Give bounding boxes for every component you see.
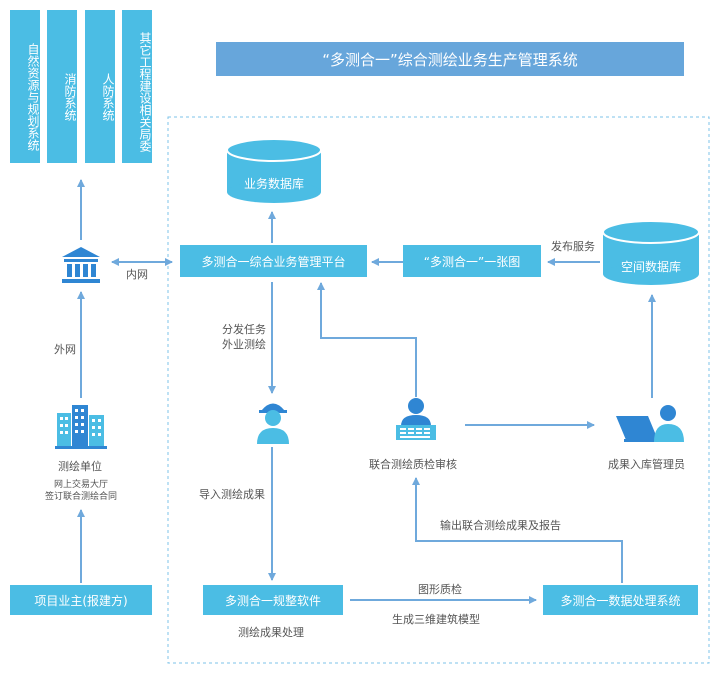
system-title: “多测合一”综合测绘业务生产管理系统: [216, 42, 684, 76]
business-database-icon: [226, 138, 322, 203]
arrow-processing-to-inspection: [412, 477, 623, 583]
agency-civil-defense: 人防系统: [85, 10, 115, 163]
sign-contract-label: 签订联合测绘合同: [44, 492, 117, 502]
system-boundary: [167, 116, 710, 664]
business-platform-box: 多测合一综合业务管理平台: [180, 245, 367, 277]
survey-unit-label: 测绘单位: [58, 460, 102, 473]
project-owner-box: 项目业主(报建方): [10, 585, 152, 615]
intranet-label: 内网: [126, 268, 148, 281]
3d-model-label: 生成三维建筑模型: [392, 613, 480, 626]
import-results-label: 导入测绘成果: [199, 488, 265, 501]
archive-admin-icon: [616, 405, 684, 442]
inspector-icon: [396, 398, 436, 440]
data-processing-box: 多测合一数据处理系统: [543, 585, 698, 615]
agency-other-bureaus: 其它工程建设相关局委: [122, 10, 152, 163]
inspection-label: 联合测绘质检审核: [369, 458, 457, 471]
agency-natural-resources: 自然资源与规划系统: [10, 10, 40, 163]
field-survey-label: 外业测绘: [222, 338, 266, 351]
output-results-label: 输出联合测绘成果及报告: [440, 519, 561, 532]
spatial-database-label: 空间数据库: [620, 260, 681, 274]
survey-unit-buildings-icon: [55, 405, 107, 449]
dispatch-task-label: 分发任务: [222, 323, 266, 336]
archive-admin-label: 成果入库管理员: [608, 458, 685, 471]
government-building-icon: [62, 247, 100, 283]
one-map-box: “多测合一”一张图: [403, 245, 541, 277]
extranet-label: 外网: [54, 343, 76, 356]
normalization-software-box: 多测合一规整软件: [203, 585, 343, 615]
arrow-inspection-to-platform: [317, 282, 417, 397]
result-processing-label: 测绘成果处理: [238, 626, 304, 639]
publish-service-label: 发布服务: [551, 240, 595, 253]
graphic-check-label: 图形质检: [418, 583, 462, 596]
spatial-database-icon: [602, 220, 700, 285]
surveyor-icon: [257, 403, 289, 444]
agency-fire: 消防系统: [47, 10, 77, 163]
online-trading-hall-label: 网上交易大厅: [53, 480, 108, 490]
business-database-label: 业务数据库: [243, 177, 304, 191]
